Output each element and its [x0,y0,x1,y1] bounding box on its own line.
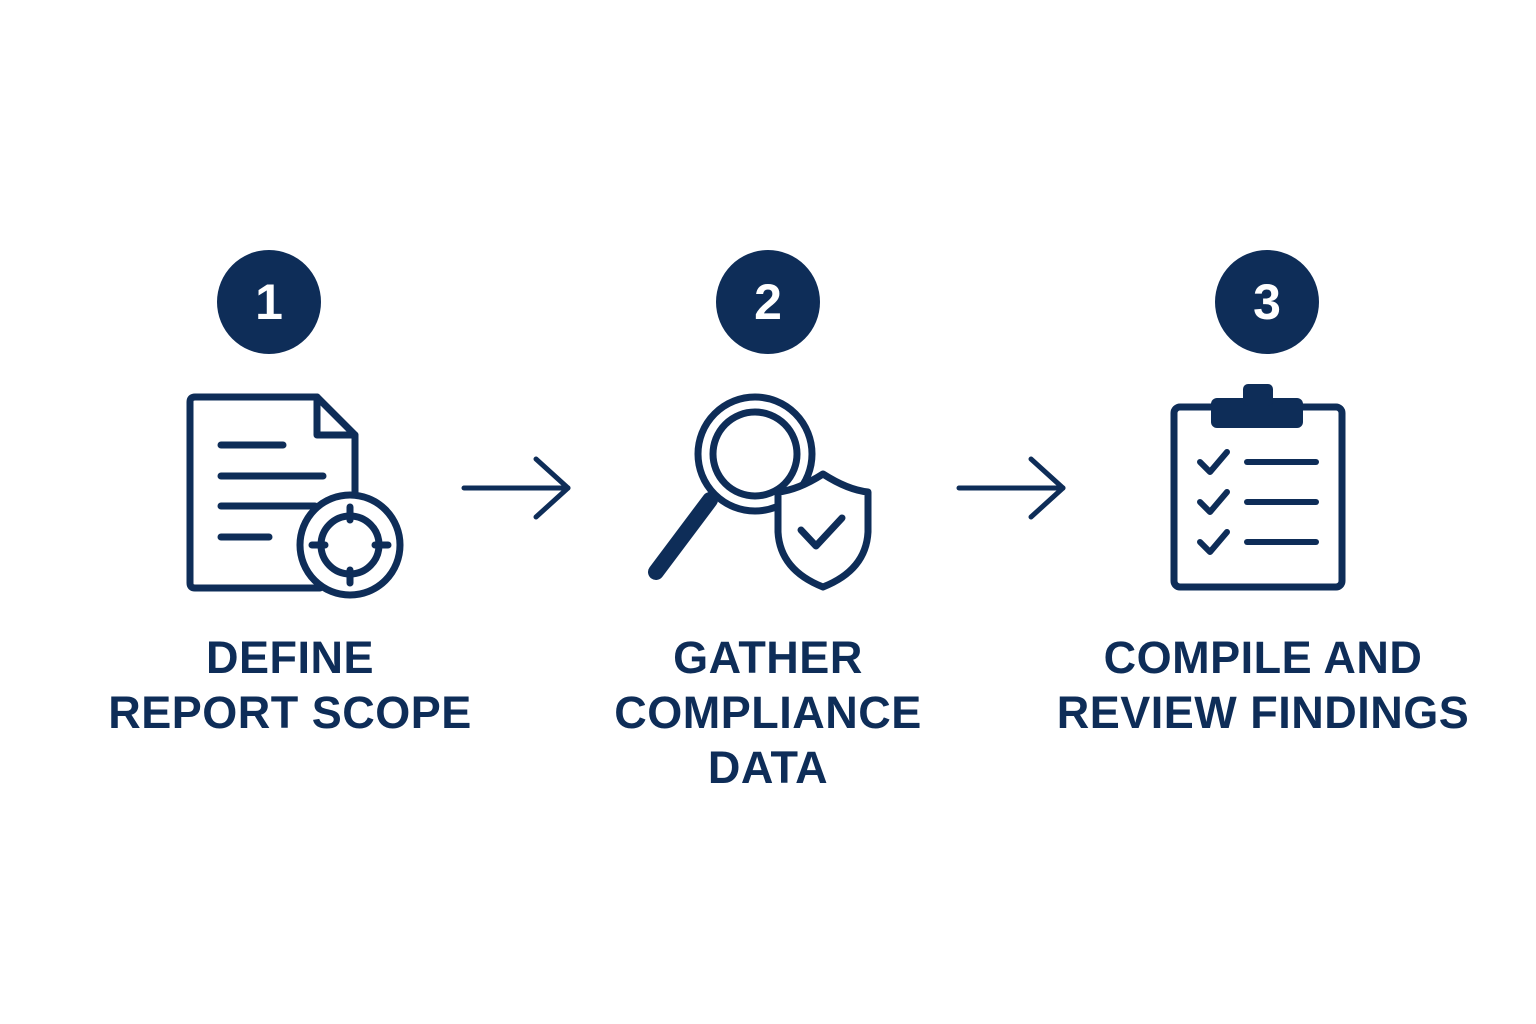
step-1-label-line-1: DEFINE [205,632,374,683]
step-3-label-line-2: REVIEW FINDINGS [1056,687,1470,738]
step-1-label: DEFINE REPORT SCOPE [90,630,490,740]
step-2-label-line-1: GATHER [673,632,863,683]
clipboard-checklist-icon [1170,384,1346,591]
step-1-number: 1 [255,274,283,330]
step-1-label-line-2: REPORT SCOPE [108,687,472,738]
arrow-right-icon [956,456,1066,520]
document-target-icon [186,393,404,599]
step-2-badge: 2 [716,250,820,354]
step-1-badge: 1 [217,250,321,354]
arrow-right-icon [461,456,571,520]
step-2-label-line-3: DATA [707,742,829,793]
step-2-number: 2 [754,274,782,330]
magnifier-shield-icon [648,393,872,591]
step-3-label: COMPILE AND REVIEW FINDINGS [1043,630,1483,740]
step-2-label: GATHER COMPLIANCE DATA [568,630,968,795]
step-3-label-line-1: COMPILE AND [1103,632,1423,683]
step-3-number: 3 [1253,274,1281,330]
step-2-label-line-2: COMPLIANCE [614,687,922,738]
step-3-badge: 3 [1215,250,1319,354]
